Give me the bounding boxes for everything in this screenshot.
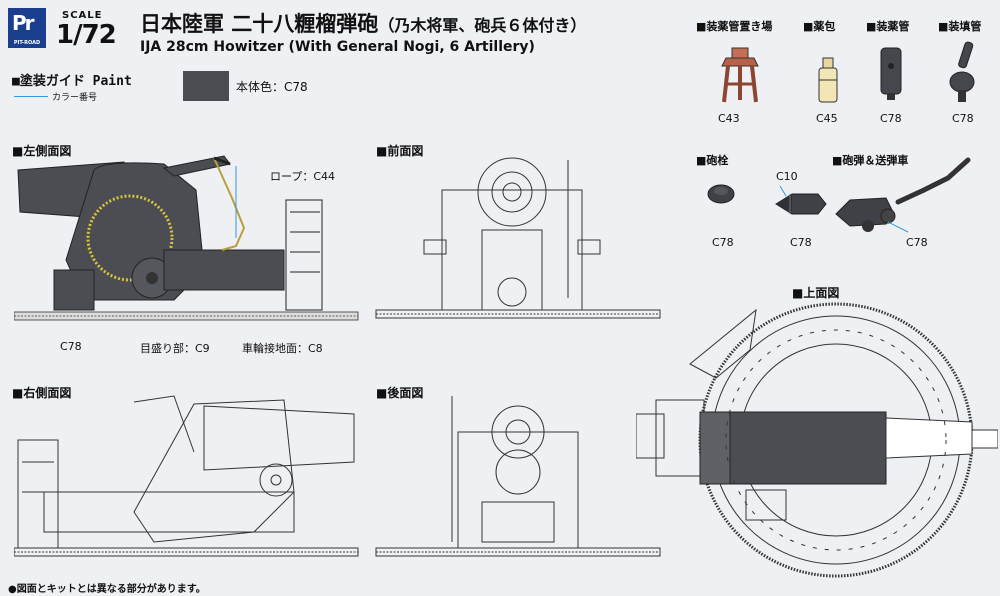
- body-callout: C78: [60, 340, 82, 353]
- acc-color-1: C43: [718, 112, 740, 125]
- loading-tube-icon: [949, 41, 975, 102]
- shell-cart-icon: [835, 157, 971, 233]
- body-color-swatch: [183, 71, 229, 101]
- breech-plug-icon: [707, 184, 735, 204]
- acc-title-3: ■装薬管: [866, 20, 910, 33]
- wheel-contact-callout: 車輪接地面：C8: [242, 342, 323, 355]
- acc-title-1: ■装薬管置き場: [696, 20, 773, 33]
- paint-guide-heading: ■塗装ガイド Paint: [12, 74, 132, 89]
- pit-road-logo: Pr PIT-ROAD: [8, 8, 46, 48]
- acc-color-2: C45: [816, 112, 838, 125]
- rear-view-title: ■後面図: [376, 386, 424, 400]
- body-color-label: 本体色：C78: [236, 80, 308, 94]
- acc-color-4: C78: [952, 112, 974, 125]
- title-english: IJA 28cm Howitzer (With General Nogi, 6 …: [140, 39, 535, 55]
- scale-part-callout: 目盛り部：C9: [140, 342, 210, 355]
- cart-color: C78: [906, 236, 928, 249]
- footnote: ●図面とキットとは異なる部分があります。: [8, 584, 206, 595]
- acc-title-2: ■薬包: [803, 20, 836, 33]
- rear-view-drawing: [375, 396, 661, 557]
- scale-label: SCALE: [62, 10, 103, 21]
- top-view-title: ■上面図: [792, 286, 840, 300]
- right-view-title: ■右側面図: [12, 386, 72, 400]
- right-side-view-drawing: [14, 395, 359, 557]
- title-main: 日本陸軍 二十八糎榴弾砲: [140, 12, 379, 36]
- left-side-view-drawing: [14, 155, 359, 321]
- shell-tip-color: C10: [776, 170, 798, 183]
- rope-callout: ロープ：C44: [270, 170, 336, 183]
- shell-body-color: C78: [790, 236, 812, 249]
- front-view-title: ■前面図: [376, 144, 424, 158]
- title-japanese: 日本陸軍 二十八糎榴弾砲（乃木将軍、砲兵６体付き）: [140, 8, 586, 38]
- charge-tube-icon: [880, 47, 902, 100]
- charge-rack-icon: [721, 47, 759, 103]
- legend-line: [14, 96, 48, 97]
- breech-color: C78: [712, 236, 734, 249]
- acc-color-3: C78: [880, 112, 902, 125]
- scale-value: 1/72: [56, 20, 117, 50]
- shell-icon: [775, 186, 827, 215]
- breech-title: ■砲栓: [696, 154, 729, 167]
- legend-text: カラー番号: [52, 93, 98, 103]
- top-view-drawing: [636, 302, 998, 578]
- logo-mark: Pr: [12, 11, 34, 35]
- logo-text: PIT-ROAD: [13, 40, 41, 46]
- shell-cart-title: ■砲弾＆送弾車: [832, 154, 909, 167]
- title-subtitle: （乃木将軍、砲兵６体付き）: [378, 16, 587, 35]
- front-view-drawing: [375, 157, 661, 319]
- left-view-title: ■左側面図: [12, 144, 72, 158]
- acc-title-4: ■装填管: [938, 20, 982, 33]
- powder-bag-icon: [818, 57, 838, 103]
